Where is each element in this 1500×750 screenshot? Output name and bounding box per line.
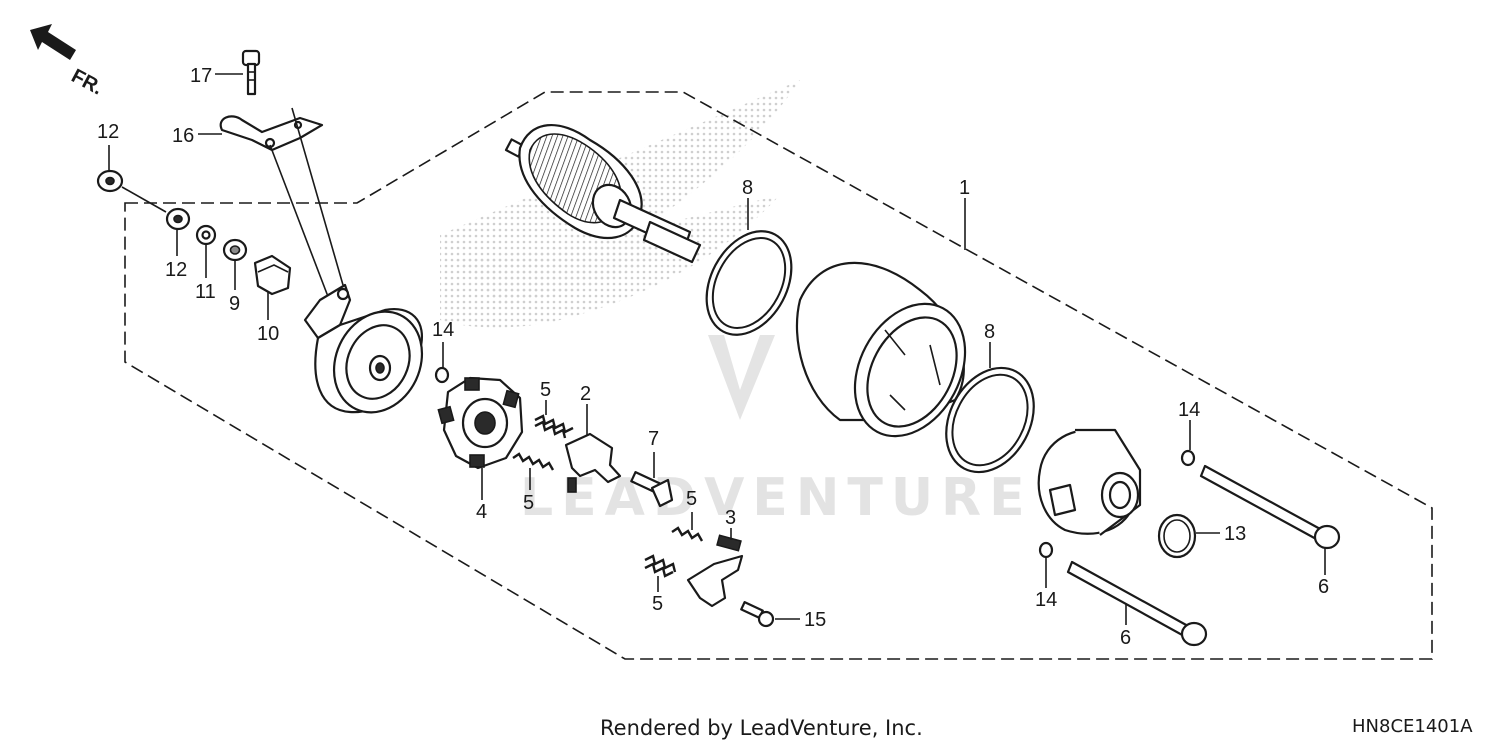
alignment-line bbox=[291, 107, 344, 286]
part-6-through-bolt-a bbox=[1199, 464, 1341, 550]
callout-5: 5 bbox=[540, 379, 551, 401]
part-7-terminal-bolt bbox=[630, 471, 674, 508]
front-direction-arrow-icon bbox=[30, 24, 76, 60]
part-5-spring-a bbox=[534, 414, 574, 439]
front-end-cover bbox=[1037, 428, 1142, 536]
part-10-terminal-insulator bbox=[253, 254, 292, 296]
part-2-brush bbox=[564, 432, 622, 493]
callout-8: 8 bbox=[742, 177, 753, 199]
callout-6: 6 bbox=[1318, 576, 1329, 598]
part-5-spring-c bbox=[671, 526, 704, 542]
armature bbox=[504, 124, 702, 264]
callout-14: 14 bbox=[432, 319, 454, 341]
part-14-washer-a bbox=[434, 366, 450, 384]
part-14-washer-b bbox=[1180, 449, 1196, 467]
yoke-housing bbox=[795, 261, 967, 438]
part-11-washer bbox=[195, 224, 217, 246]
part-8-o-ring-b bbox=[945, 366, 1035, 474]
callout-8: 8 bbox=[984, 321, 995, 343]
rear-end-cover bbox=[303, 283, 424, 414]
watermark-text: LEADVENTURE bbox=[520, 468, 1033, 528]
callout-15: 15 bbox=[804, 609, 826, 631]
part-5-spring-d bbox=[644, 554, 677, 578]
part-3-brush bbox=[686, 534, 744, 608]
part-12-nut-b bbox=[165, 207, 191, 231]
callout-11: 11 bbox=[195, 281, 216, 303]
callout-1: 1 bbox=[959, 177, 970, 199]
callout-17: 17 bbox=[190, 65, 212, 87]
callout-3: 3 bbox=[725, 507, 736, 529]
part-16-bracket bbox=[219, 115, 324, 152]
part-14-washer-c bbox=[1038, 541, 1054, 559]
assembly-boundary bbox=[124, 91, 1433, 660]
part-4-brush-holder bbox=[437, 376, 524, 470]
footer-credit: Rendered by LeadVenture, Inc. bbox=[600, 716, 923, 740]
callout-4: 4 bbox=[476, 501, 487, 523]
callout-13: 13 bbox=[1224, 523, 1246, 545]
part-5-spring-b bbox=[512, 452, 555, 471]
callout-12: 12 bbox=[165, 259, 187, 281]
callout-5: 5 bbox=[652, 593, 663, 615]
callout-2: 2 bbox=[580, 383, 591, 405]
front-direction-label: FR. bbox=[68, 65, 107, 100]
part-12-nut-a bbox=[96, 169, 124, 193]
alignment-line bbox=[269, 144, 333, 308]
part-6-through-bolt-b bbox=[1066, 560, 1208, 647]
diagram-code: HN8CE1401A bbox=[1352, 716, 1473, 737]
alignment-line bbox=[121, 186, 167, 213]
part-8-o-ring-a bbox=[705, 230, 793, 336]
part-13-o-ring bbox=[1157, 513, 1197, 559]
watermark-v-logo-icon bbox=[708, 335, 775, 420]
callout-14: 14 bbox=[1035, 589, 1057, 611]
callout-16: 16 bbox=[172, 125, 194, 147]
callout-7: 7 bbox=[648, 428, 659, 450]
callout-14: 14 bbox=[1178, 399, 1200, 421]
callout-12: 12 bbox=[97, 121, 119, 143]
part-15-screw bbox=[740, 601, 775, 628]
part-17-bolt bbox=[241, 49, 261, 96]
callout-5: 5 bbox=[523, 492, 534, 514]
callout-5: 5 bbox=[686, 488, 697, 510]
callout-9: 9 bbox=[229, 293, 240, 315]
part-9-insulator bbox=[222, 238, 248, 262]
callout-6: 6 bbox=[1120, 627, 1131, 649]
callout-10: 10 bbox=[257, 323, 279, 345]
